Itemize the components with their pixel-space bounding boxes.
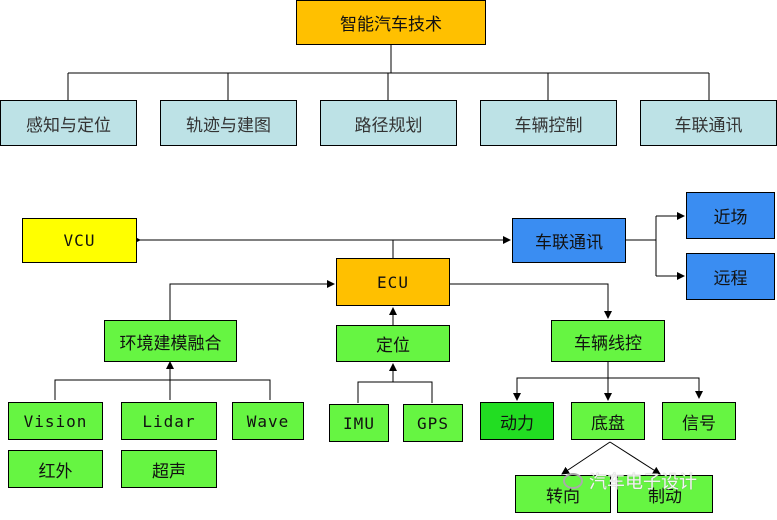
signal-box: 信号	[662, 402, 736, 440]
category-perception: 感知与定位	[0, 100, 137, 146]
category-control: 车辆控制	[480, 100, 617, 146]
sensor-ultrasonic: 超声	[121, 450, 217, 488]
by-wire-box: 车辆线控	[551, 320, 665, 362]
category-telematics: 车联通讯	[640, 100, 777, 146]
near-field-box: 近场	[686, 192, 775, 239]
root-title: 智能汽车技术	[296, 0, 486, 45]
vcu-box: VCU	[22, 218, 137, 263]
braking-box: 制动	[617, 475, 713, 513]
fusion-box: 环境建模融合	[104, 320, 237, 362]
watermark-text: 汽车电子设计	[589, 472, 697, 493]
sensor-vision: Vision	[8, 402, 103, 440]
category-mapping: 轨迹与建图	[160, 100, 297, 146]
remote-box: 远程	[686, 253, 775, 300]
sensor-wave: Wave	[232, 402, 304, 440]
sensor-infrared: 红外	[8, 450, 103, 488]
sensor-lidar: Lidar	[121, 402, 217, 440]
power-box: 动力	[480, 402, 554, 440]
ecu-box: ECU	[336, 258, 450, 306]
wechat-icon	[563, 473, 583, 489]
imu-box: IMU	[329, 404, 389, 442]
category-planning: 路径规划	[320, 100, 457, 146]
chassis-box: 底盘	[571, 402, 645, 440]
telematics-box: 车联通讯	[512, 218, 626, 263]
gps-box: GPS	[403, 404, 463, 442]
watermark: 汽车电子设计	[563, 468, 697, 494]
positioning-box: 定位	[336, 325, 450, 362]
